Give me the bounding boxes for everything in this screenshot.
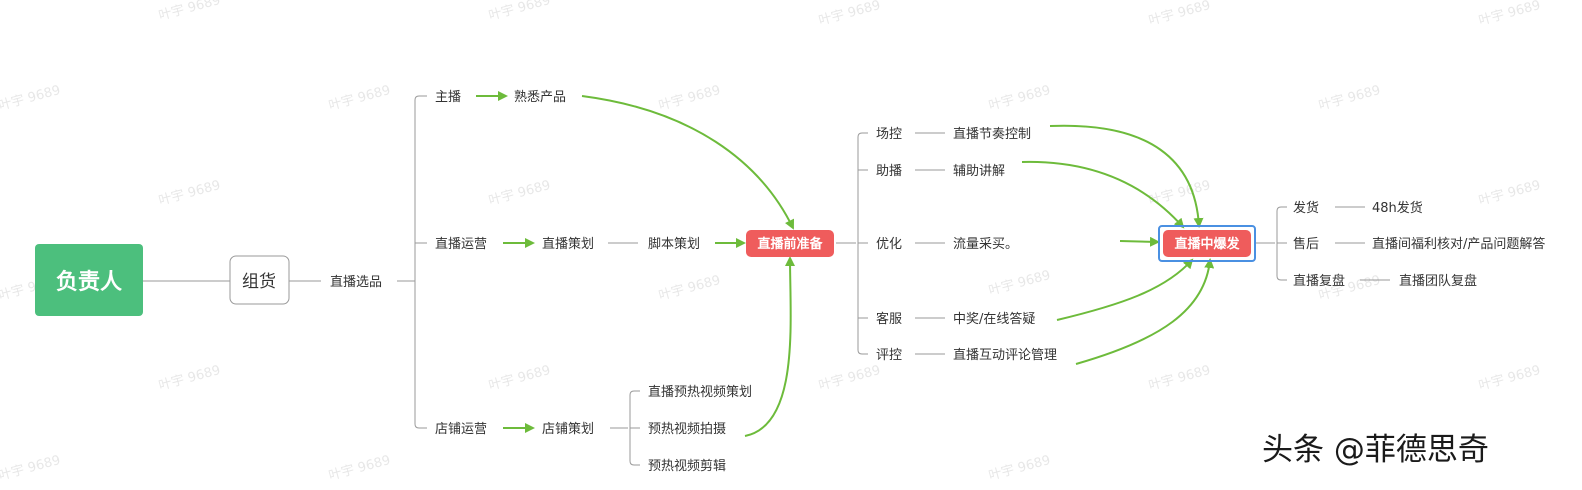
watermark: 叶宇 9689: [157, 178, 222, 209]
after-task-label: 直播间福利核对/产品问题解答: [1372, 236, 1545, 252]
after-item-label: 发货: [1293, 200, 1319, 216]
after-task-label: 直播团队复盘: [1399, 273, 1477, 289]
root-label: 负责人: [56, 269, 122, 295]
watermark: 叶宇 9689: [987, 268, 1052, 299]
watermark: 叶宇 9689: [157, 363, 222, 394]
root-node: [35, 244, 143, 316]
watermark: 叶宇 9689: [817, 0, 882, 29]
role-task-label: 直播节奏控制: [953, 127, 1031, 142]
watermark: 叶宇 9689: [1477, 178, 1542, 209]
watermark: 叶宇 9689: [987, 453, 1052, 484]
watermark: 叶宇 9689: [1147, 363, 1212, 394]
role-task-label: 直播互动评论管理: [953, 348, 1057, 363]
arrow: [1049, 124, 1204, 228]
prep-label: 直播前准备: [757, 236, 823, 252]
role-task-label: 中奖/在线答疑: [953, 311, 1035, 327]
arrow: [1021, 160, 1185, 229]
host-label: 主播: [435, 90, 461, 105]
level1-label: 组货: [242, 272, 276, 292]
watermark: 叶宇 9689: [1147, 0, 1212, 29]
flow-arrows: [476, 91, 1215, 437]
role-label: 助播: [876, 164, 902, 179]
after-item-label: 直播复盘: [1293, 273, 1345, 289]
watermark: 叶宇 9689: [657, 273, 722, 304]
after-item-label: 售后: [1293, 236, 1319, 252]
watermark: 叶宇 9689: [987, 83, 1052, 114]
selection-highlight: [1158, 225, 1256, 262]
arrow: [1056, 258, 1194, 321]
role-label: 场控: [876, 127, 902, 142]
watermark: 叶宇 9689: [487, 178, 552, 209]
watermark: 叶宇 9689: [1317, 83, 1382, 114]
role-label: 优化: [876, 237, 902, 252]
ops-plan-label: 直播策划: [542, 236, 594, 252]
video-shoot-label: 预热视频拍摄: [648, 422, 726, 437]
arrow: [581, 95, 795, 230]
watermark: 叶宇 9689: [817, 363, 882, 394]
ops-label: 直播运营: [435, 237, 487, 252]
watermark: 叶宇 9689: [487, 0, 552, 24]
connector-lines: [143, 95, 1390, 466]
arrow: [1119, 236, 1160, 247]
role-task-label: 辅助讲解: [953, 164, 1005, 179]
burst-label: 直播中爆发: [1174, 236, 1240, 252]
watermark: 叶宇 9689: [0, 453, 62, 484]
level2-label: 直播选品: [330, 275, 382, 290]
watermark: 叶宇 9689: [327, 453, 392, 484]
watermark: 叶宇 9689: [487, 363, 552, 394]
role-label: 评控: [876, 348, 902, 363]
watermark: 叶宇 9689: [1477, 363, 1542, 394]
watermark: 叶宇 9689: [327, 83, 392, 114]
watermark: 叶宇 9689: [1477, 0, 1542, 29]
arrow: [744, 256, 796, 437]
watermark: 叶宇 9689: [157, 0, 222, 24]
host-task-label: 熟悉产品: [514, 89, 566, 105]
watermark: 叶宇 9689: [657, 83, 722, 114]
shop-plan-label: 店铺策划: [542, 421, 594, 437]
prep-node: [746, 230, 834, 257]
role-label: 客服: [876, 311, 902, 327]
burst-node[interactable]: [1163, 230, 1251, 257]
level1-node: [229, 255, 290, 305]
ops-script-label: 脚本策划: [648, 236, 700, 252]
video-plan-label: 直播预热视频策划: [648, 384, 752, 400]
watermark: 叶宇 9689: [0, 83, 62, 114]
watermark: 叶宇 9689: [1147, 178, 1212, 209]
source-credit: 头条 @菲德思奇: [1262, 432, 1489, 468]
after-task-label: 48h发货: [1372, 200, 1423, 216]
shop-ops-label: 店铺运营: [435, 422, 487, 437]
role-task-label: 流量采买。: [953, 237, 1018, 252]
video-edit-label: 预热视频剪辑: [648, 458, 726, 474]
arrow: [1075, 258, 1215, 365]
